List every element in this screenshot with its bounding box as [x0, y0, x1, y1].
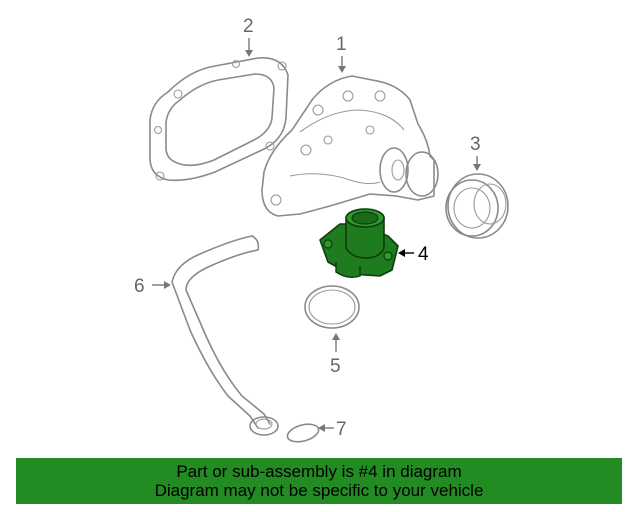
part-2-gasket[interactable] [149, 57, 289, 182]
callout-3: 3 [470, 134, 481, 155]
leader-6-arrow [164, 281, 171, 289]
leader-4-arrow [398, 249, 405, 257]
banner-line-1: Part or sub-assembly is #4 in diagram [176, 462, 462, 481]
callout-4: 4 [418, 244, 429, 265]
leader-7-arrow [318, 424, 325, 432]
parts-diagram: 2 1 3 4 [134, 16, 509, 445]
callout-1: 1 [336, 34, 347, 55]
part-7-o-ring[interactable] [285, 421, 320, 445]
leader-5-arrow [332, 333, 340, 340]
leader-2-arrow [245, 50, 253, 57]
leader-1-arrow [338, 66, 346, 73]
part-3-pulley[interactable] [445, 173, 509, 239]
part-1-water-pump[interactable] [261, 75, 439, 217]
part-info-banner: Part or sub-assembly is #4 in diagram Di… [16, 458, 622, 504]
callout-6: 6 [134, 276, 145, 297]
callout-2: 2 [243, 16, 254, 37]
part-4-thermostat-housing[interactable] [319, 208, 399, 279]
banner-line-2: Diagram may not be specific to your vehi… [154, 481, 484, 500]
callout-7: 7 [336, 419, 347, 440]
leader-3-arrow [473, 164, 481, 171]
part-6-hose[interactable] [171, 235, 279, 436]
callout-5: 5 [330, 356, 341, 377]
part-5-gasket[interactable] [304, 285, 360, 329]
